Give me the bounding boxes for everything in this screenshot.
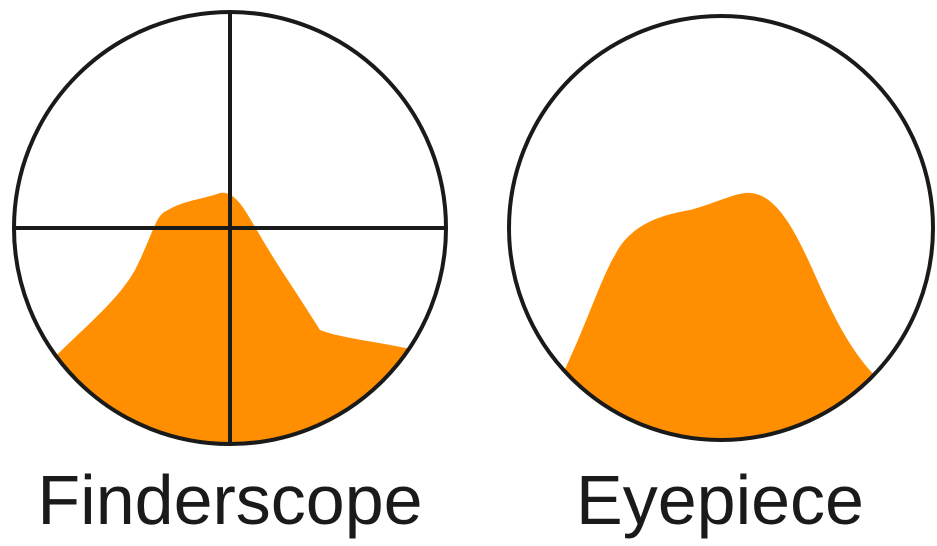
eyepiece-view xyxy=(500,16,937,520)
finderscope-label: Finderscope xyxy=(10,458,450,542)
eyepiece-label: Eyepiece xyxy=(510,458,930,542)
finderscope-view xyxy=(0,12,470,520)
